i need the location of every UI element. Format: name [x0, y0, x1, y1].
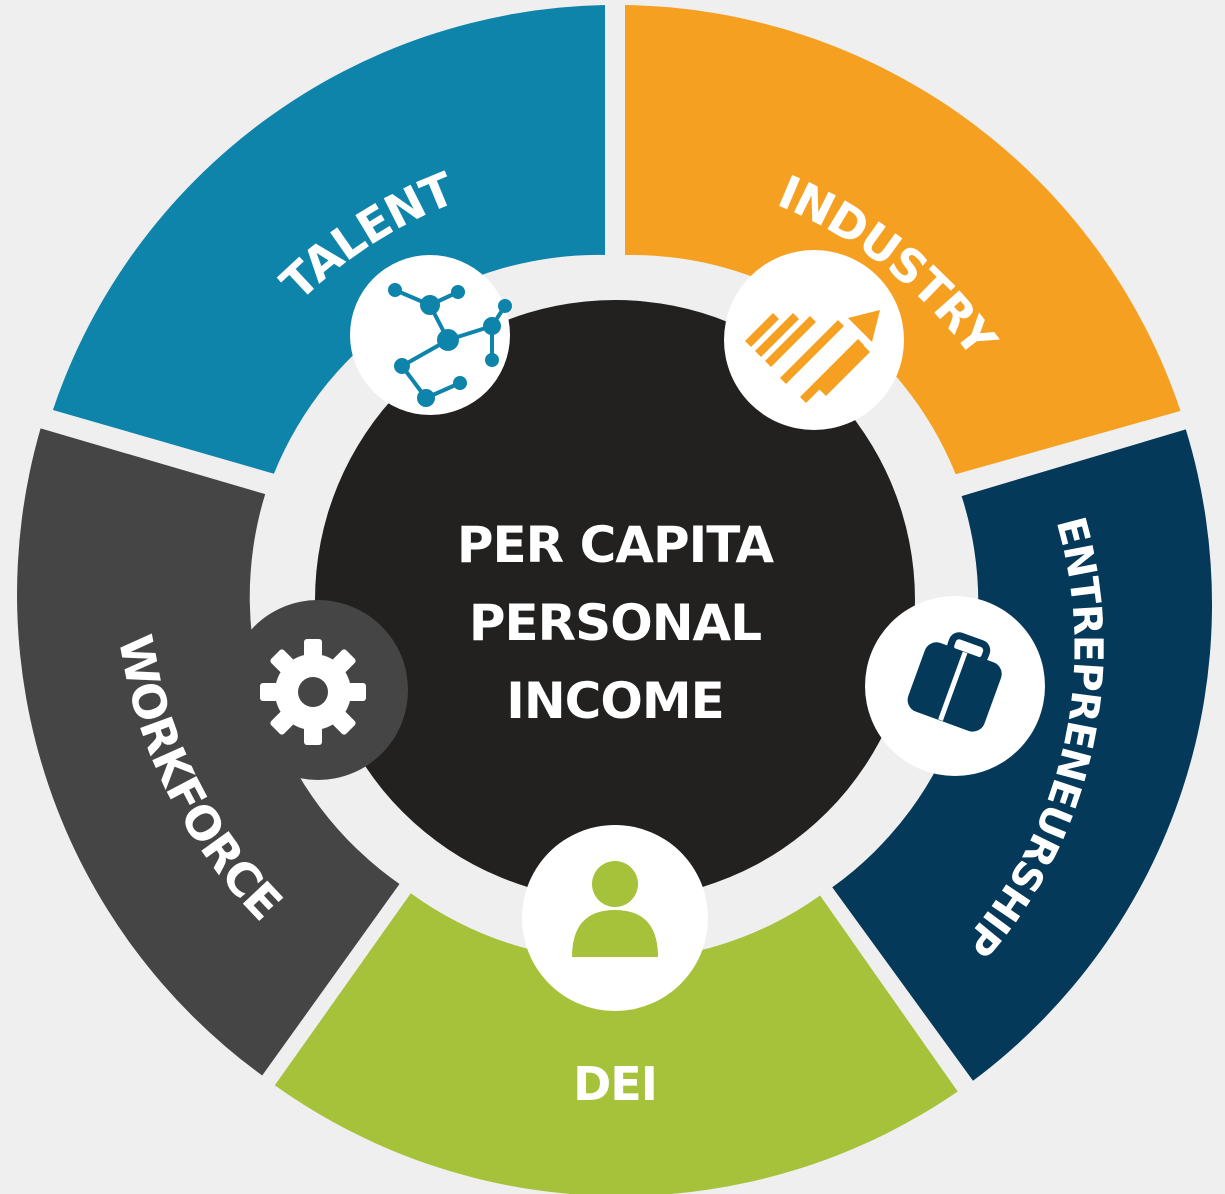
segment-workforce[interactable] — [17, 428, 400, 1076]
briefcase-icon — [907, 632, 1002, 732]
center-line-3: INCOME — [506, 672, 724, 730]
segment-dei[interactable] — [274, 893, 958, 1194]
badge-workforce[interactable] — [228, 600, 408, 780]
center-line-2: PERSONAL — [469, 594, 761, 652]
segment-talent[interactable] — [52, 5, 605, 474]
person-icon — [572, 861, 658, 957]
network-icon — [388, 283, 512, 407]
gear-icon — [260, 639, 366, 745]
badge-dei[interactable] — [522, 825, 708, 1011]
center-line-1: PER CAPITA — [457, 516, 775, 574]
segment-entrepreneurship[interactable] — [832, 429, 1213, 1081]
growth-chart-icon — [745, 310, 880, 403]
segment-industry[interactable] — [625, 5, 1181, 475]
center-title: PER CAPITA PERSONAL INCOME — [457, 516, 776, 730]
center-hub — [315, 300, 915, 900]
badge-industry-circle — [724, 250, 904, 430]
badge-talent-circle — [350, 255, 510, 415]
label-dei: DEI — [573, 1057, 657, 1111]
badge-industry[interactable] — [724, 250, 904, 430]
ring-segments — [17, 5, 1213, 1194]
badge-talent[interactable] — [350, 255, 512, 415]
badge-entrepreneurship[interactable] — [865, 596, 1045, 776]
